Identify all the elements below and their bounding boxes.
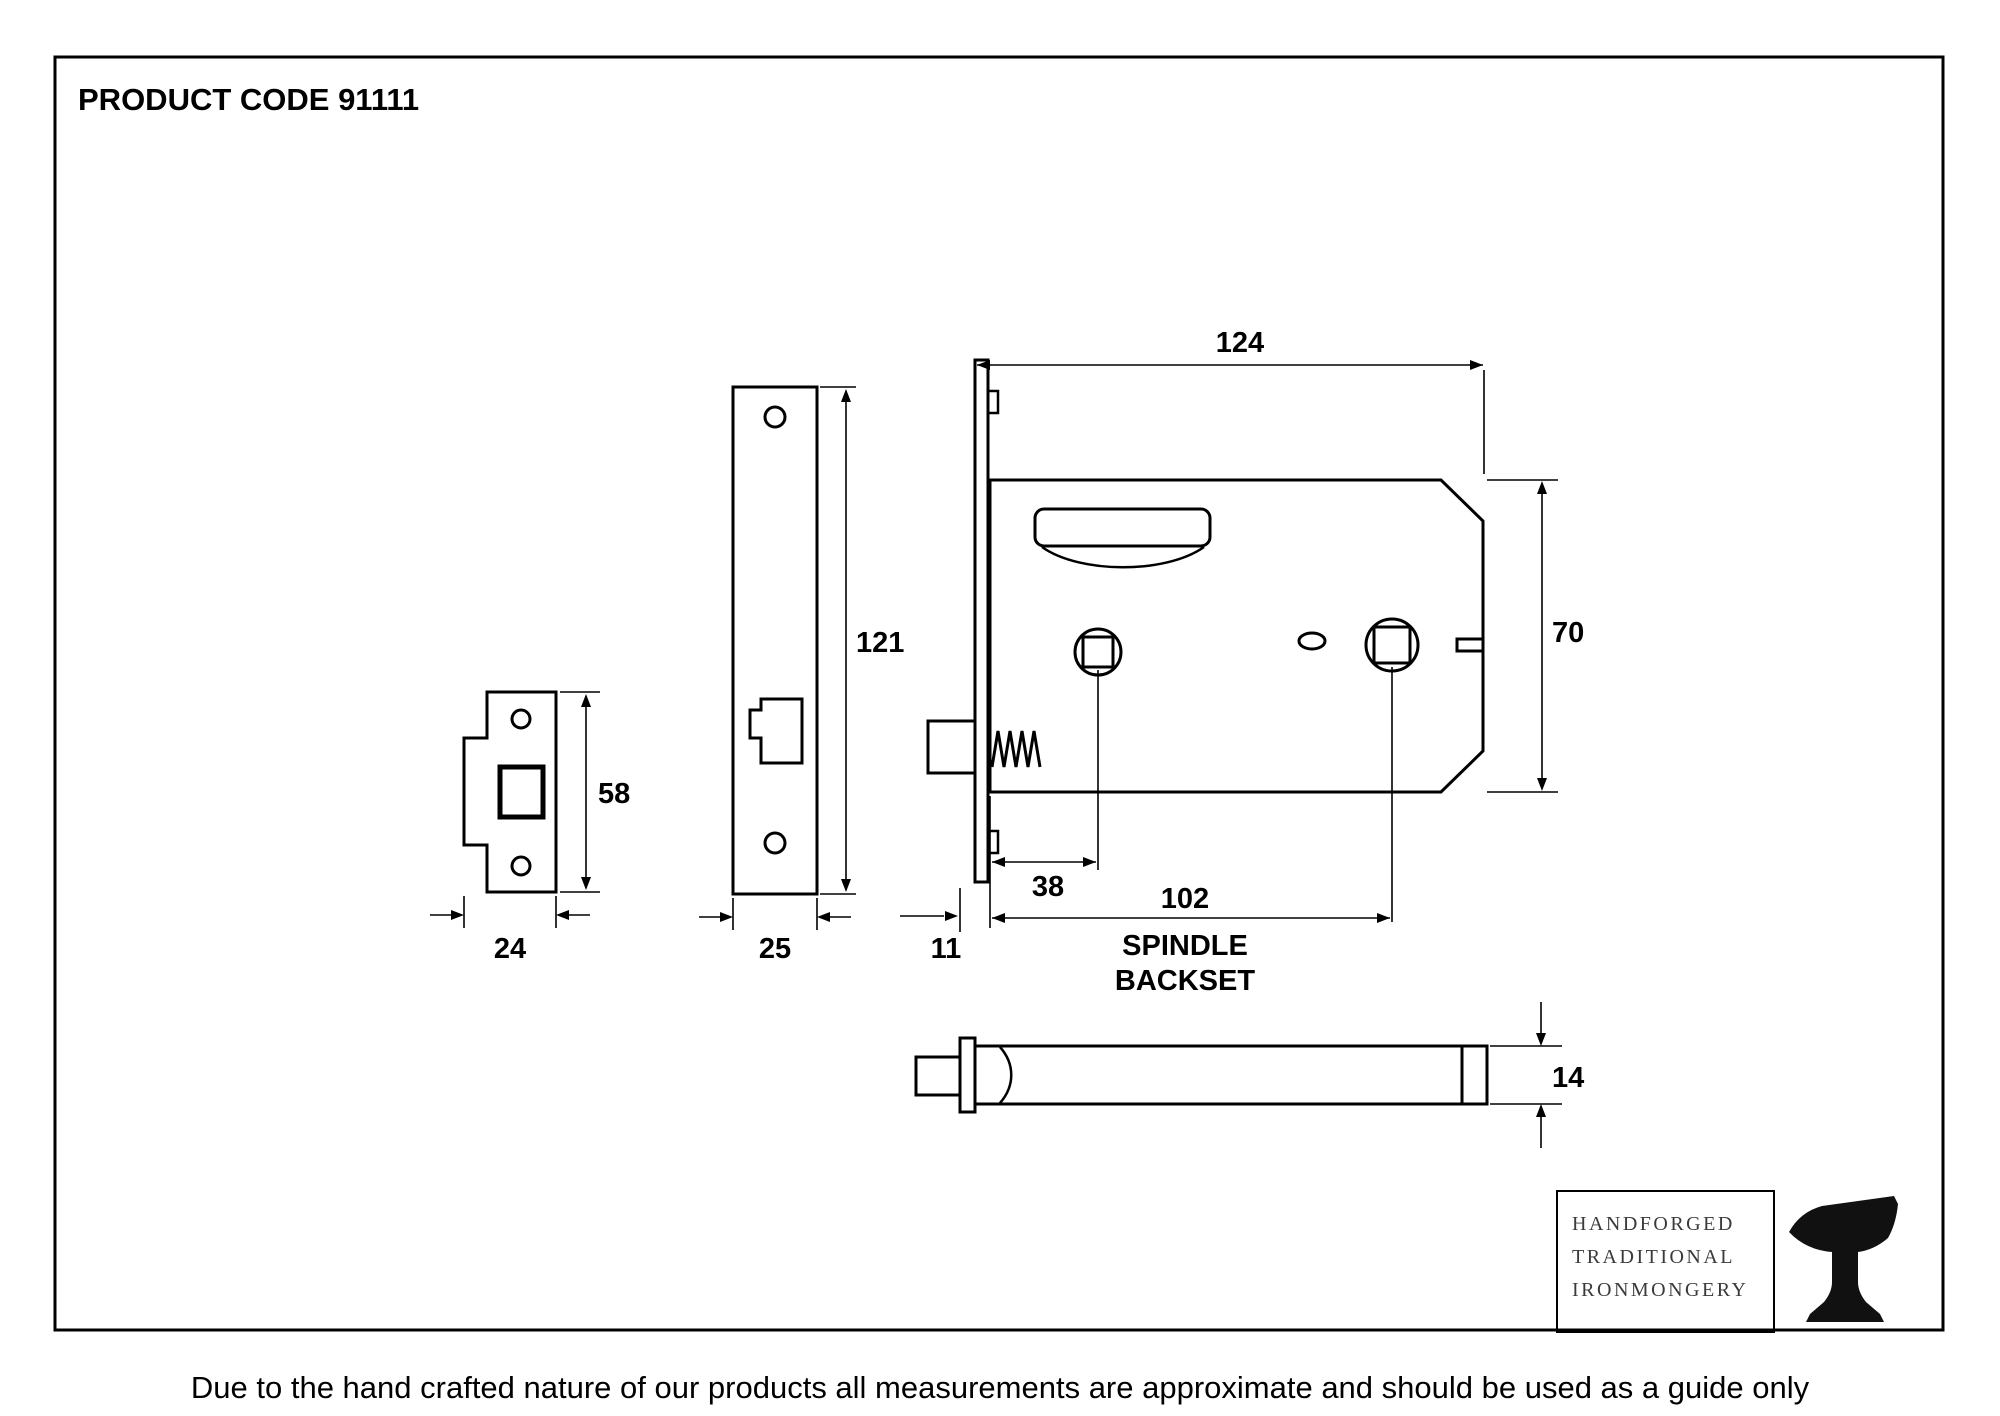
arrowhead: [1377, 913, 1390, 923]
dim-faceplate-width: 25: [699, 898, 851, 965]
arrowhead: [992, 857, 1005, 867]
logo-border: [1556, 1190, 1775, 1333]
dim-label-121: 121: [856, 627, 904, 659]
spindle-hole-front-square: [1081, 635, 1115, 669]
strike-plate-view: 58 24: [430, 690, 630, 965]
faceplate-edge: [973, 358, 990, 884]
dim-label-58: 58: [598, 778, 630, 810]
strike-plate-screw-hole-bottom: [510, 855, 532, 877]
strike-plate-screw-hole-top: [510, 708, 532, 730]
faceplate-latch-bolt: [748, 697, 804, 765]
dim-body-length: 124: [977, 327, 1485, 474]
arrowhead: [992, 913, 1005, 923]
logo-line-2: TRADITIONAL: [1572, 1246, 1735, 1268]
extension-line: [820, 386, 856, 895]
dim-tube-height: 14: [1490, 1002, 1584, 1148]
dim-label-38: 38: [1032, 871, 1064, 903]
body-edge-slot: [1455, 637, 1485, 653]
arrowhead: [451, 910, 464, 920]
extension-line: [463, 896, 557, 928]
logo-line-1: HANDFORGED: [1572, 1213, 1735, 1235]
strike-plate-latch-hole: [497, 764, 546, 820]
latch-spring: [990, 730, 1042, 768]
dim-faceplate-height: 121: [820, 386, 904, 895]
arrowhead: [1083, 857, 1096, 867]
latch-bolt: [926, 719, 977, 775]
extension-line: [1487, 479, 1558, 793]
extension-line: [1490, 1045, 1562, 1105]
dim-label-70: 70: [1552, 617, 1584, 649]
latch-tube-faceplate-slice: [958, 1036, 977, 1114]
dim-label-102: 102: [1161, 883, 1209, 915]
lock-body-outline: [988, 478, 1485, 794]
dim-body-height: 70: [1487, 479, 1584, 793]
disclaimer-text: Due to the hand crafted nature of our pr…: [191, 1370, 1810, 1405]
arrowhead: [556, 910, 569, 920]
dim-label-25: 25: [759, 933, 791, 965]
dim-strike-plate-width: 24: [430, 896, 590, 965]
latch-tube-outline: [973, 1044, 1489, 1106]
anvil-icon: [1789, 1196, 1898, 1322]
extension-line: [732, 898, 818, 930]
arrowhead: [977, 360, 990, 370]
latch-tube-inner-curve: [999, 1046, 1013, 1104]
dim-strike-plate-height: 58: [560, 691, 630, 893]
dim-spindle-backset: 102: [992, 667, 1393, 923]
brand-logo: HANDFORGED TRADITIONAL IRONMONGERY: [1556, 1190, 1898, 1333]
faceplate-screw-hole-top: [763, 405, 787, 429]
dim-label-14: 14: [1552, 1062, 1584, 1094]
logo-line-3: IRONMONGERY: [1572, 1279, 1748, 1301]
spindle-caption-line2: BACKSET: [1115, 965, 1255, 997]
faceplate-outline: [731, 385, 819, 896]
arrowhead: [1470, 360, 1483, 370]
arrowhead: [1537, 778, 1547, 791]
dim-label-24: 24: [494, 933, 526, 965]
faceplate-view: 121 25: [699, 385, 904, 965]
latch-tube-bolt-tip: [914, 1055, 962, 1097]
extension-line: [560, 691, 600, 893]
arrowhead: [581, 694, 591, 707]
body-oval-hole: [1297, 631, 1327, 651]
arrowhead: [841, 389, 851, 402]
latch-tube-view: 14: [914, 1002, 1584, 1148]
strike-plate-outline: [462, 690, 558, 894]
dim-faceplate-projection: 11: [900, 888, 961, 965]
product-code-label: PRODUCT CODE 91111: [78, 82, 419, 117]
dim-label-11: 11: [931, 933, 962, 965]
dim-spindle-offset: 38: [989, 670, 1099, 928]
arrowhead: [1536, 1104, 1546, 1117]
dim-label-124: 124: [1216, 327, 1264, 359]
faceplate-lug-top: [986, 389, 1000, 415]
arrowhead: [945, 911, 958, 921]
arrowhead: [1537, 481, 1547, 494]
arrowhead: [581, 877, 591, 890]
arrowhead: [1536, 1033, 1546, 1046]
arrowhead: [841, 879, 851, 892]
body-top-slot: [1033, 507, 1212, 548]
arrowhead: [720, 912, 733, 922]
lock-body-view: 124 70 38 102: [900, 327, 1584, 997]
drawing-frame: [53, 55, 1945, 1332]
spindle-hole-rear-square: [1372, 625, 1412, 665]
faceplate-screw-hole-bottom: [763, 831, 787, 855]
body-slot-curve: [1041, 545, 1205, 569]
spindle-caption-line1: SPINDLE: [1122, 930, 1248, 962]
arrowhead: [817, 912, 830, 922]
faceplate-lug-bottom: [986, 829, 1000, 855]
